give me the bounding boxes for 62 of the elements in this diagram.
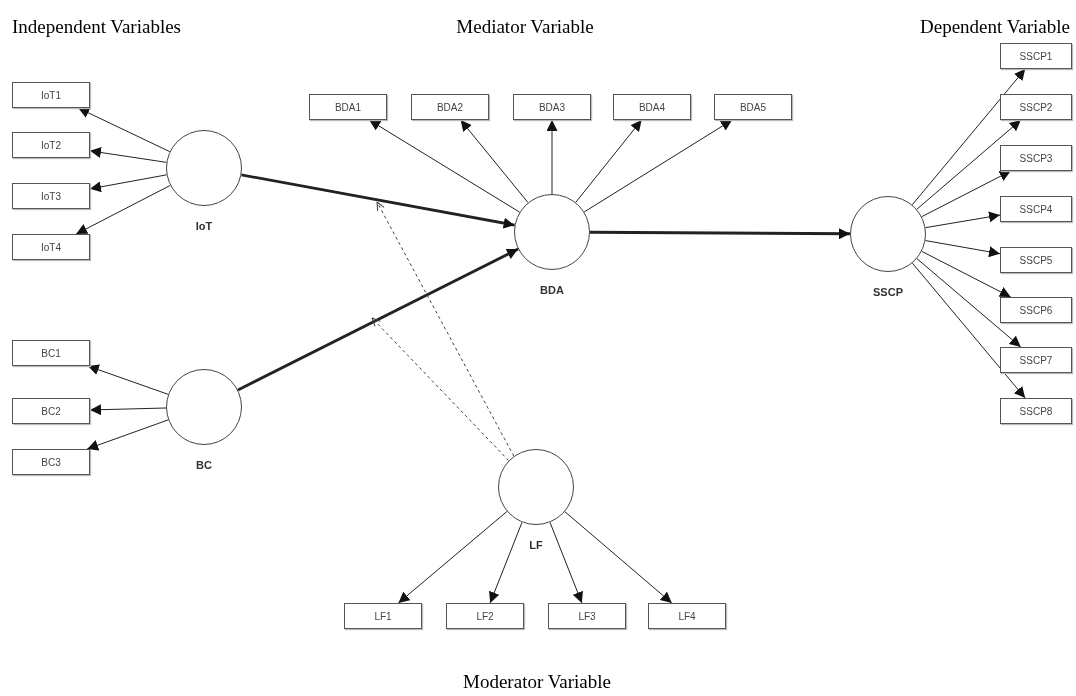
arrow: [549, 521, 583, 604]
indicator-box: SSCP4: [1000, 196, 1072, 222]
indicator-box: BC3: [12, 449, 90, 475]
arrow: [916, 119, 1022, 210]
indicator-box: LF2: [446, 603, 524, 629]
indicator-box: SSCP5: [1000, 247, 1072, 273]
indicator-box: IoT2: [12, 132, 90, 158]
indicator-box: SSCP3: [1000, 145, 1072, 171]
indicator-box: SSCP6: [1000, 297, 1072, 323]
arrow: [397, 511, 508, 604]
arrow: [924, 240, 1001, 258]
arrow: [924, 211, 1001, 229]
arrow: [583, 119, 733, 213]
indicator-box: SSCP2: [1000, 94, 1072, 120]
arrow: [237, 247, 519, 392]
arrow: [564, 511, 673, 604]
indicator-box: SSCP1: [1000, 43, 1072, 69]
indicator-box: BDA1: [309, 94, 387, 120]
arrow: [921, 250, 1012, 298]
indicator-box: SSCP8: [1000, 398, 1072, 424]
arrow: [75, 184, 171, 235]
arrow: [916, 258, 1022, 348]
arrow: [489, 521, 523, 604]
dashed-arrow: [371, 317, 510, 462]
arrow: [87, 364, 169, 395]
indicator-box: LF1: [344, 603, 422, 629]
arrow: [460, 119, 529, 204]
arrow: [241, 173, 515, 229]
indicator-box: BDA5: [714, 94, 792, 120]
section-heading: Mediator Variable: [456, 16, 594, 38]
construct-label: LF: [529, 539, 543, 551]
dashed-arrow: [376, 201, 515, 457]
arrow: [921, 170, 1012, 218]
arrow: [86, 419, 169, 451]
indicator-box: BDA4: [613, 94, 691, 120]
arrow: [546, 119, 558, 195]
indicator-box: LF4: [648, 603, 726, 629]
construct-label: BC: [196, 459, 212, 471]
indicator-box: BDA2: [411, 94, 489, 120]
construct-label: IoT: [195, 220, 213, 232]
arrow: [368, 119, 521, 213]
indicator-box: BC2: [12, 398, 90, 424]
arrow: [590, 228, 850, 240]
arrow: [77, 107, 171, 153]
arrow: [575, 119, 643, 203]
section-heading: Dependent Variable: [920, 16, 1070, 38]
arrow: [89, 147, 167, 163]
construct-label: SSCP: [873, 286, 903, 298]
indicator-box: IoT1: [12, 82, 90, 108]
indicator-box: BC1: [12, 340, 90, 366]
arrow: [911, 68, 1026, 206]
indicator-box: LF3: [548, 603, 626, 629]
indicator-box: IoT3: [12, 183, 90, 209]
section-heading: Independent Variables: [12, 16, 181, 38]
arrow: [89, 174, 168, 193]
arrow: [911, 262, 1026, 399]
section-heading: Moderator Variable: [463, 671, 611, 693]
indicator-box: SSCP7: [1000, 347, 1072, 373]
indicator-box: IoT4: [12, 234, 90, 260]
construct-label: BDA: [540, 284, 564, 296]
arrow: [89, 404, 167, 416]
indicator-box: BDA3: [513, 94, 591, 120]
